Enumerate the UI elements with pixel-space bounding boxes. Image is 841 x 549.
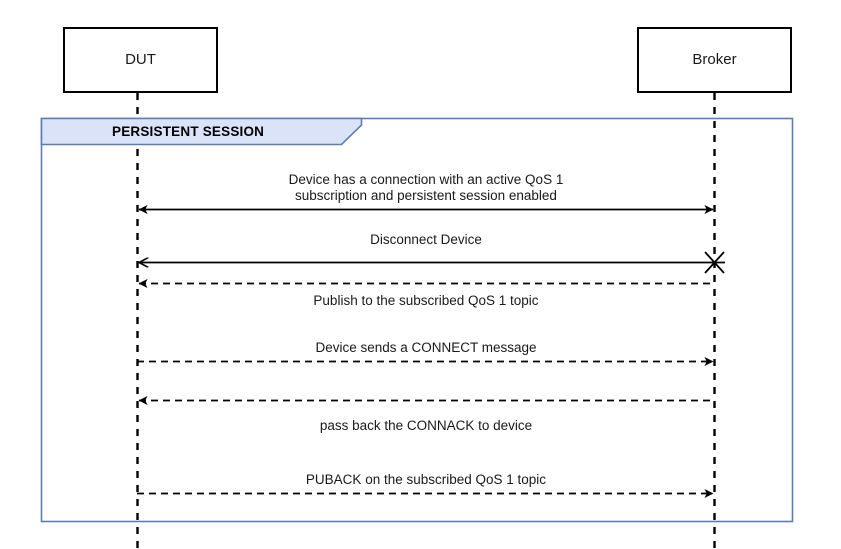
message-line-disconnect-device (139, 251, 725, 274)
participant-label-broker: Broker (692, 50, 737, 68)
participant-box-dut[interactable]: DUT (63, 27, 218, 93)
destroy-x-marker (704, 251, 725, 274)
participant-label-dut: DUT (125, 50, 156, 68)
message-label-publish-qos1-topic: Publish to the subscribed QoS 1 topic (213, 293, 639, 309)
message-label-disconnect-device: Disconnect Device (213, 232, 639, 248)
message-label-device-connect: Device sends a CONNECT message (213, 340, 639, 356)
message-label-active-qos1-session: Device has a connection with an active Q… (213, 172, 639, 204)
participant-box-broker[interactable]: Broker (637, 27, 792, 93)
fragment-persistent-session (40, 117, 794, 523)
fragment-tab (40, 117, 363, 146)
fragment-label-persistent-session: PERSISTENT SESSION (112, 124, 265, 139)
message-label-pass-back-connack: pass back the CONNACK to device (213, 418, 639, 434)
message-label-puback-qos1-topic: PUBACK on the subscribed QoS 1 topic (213, 472, 639, 488)
